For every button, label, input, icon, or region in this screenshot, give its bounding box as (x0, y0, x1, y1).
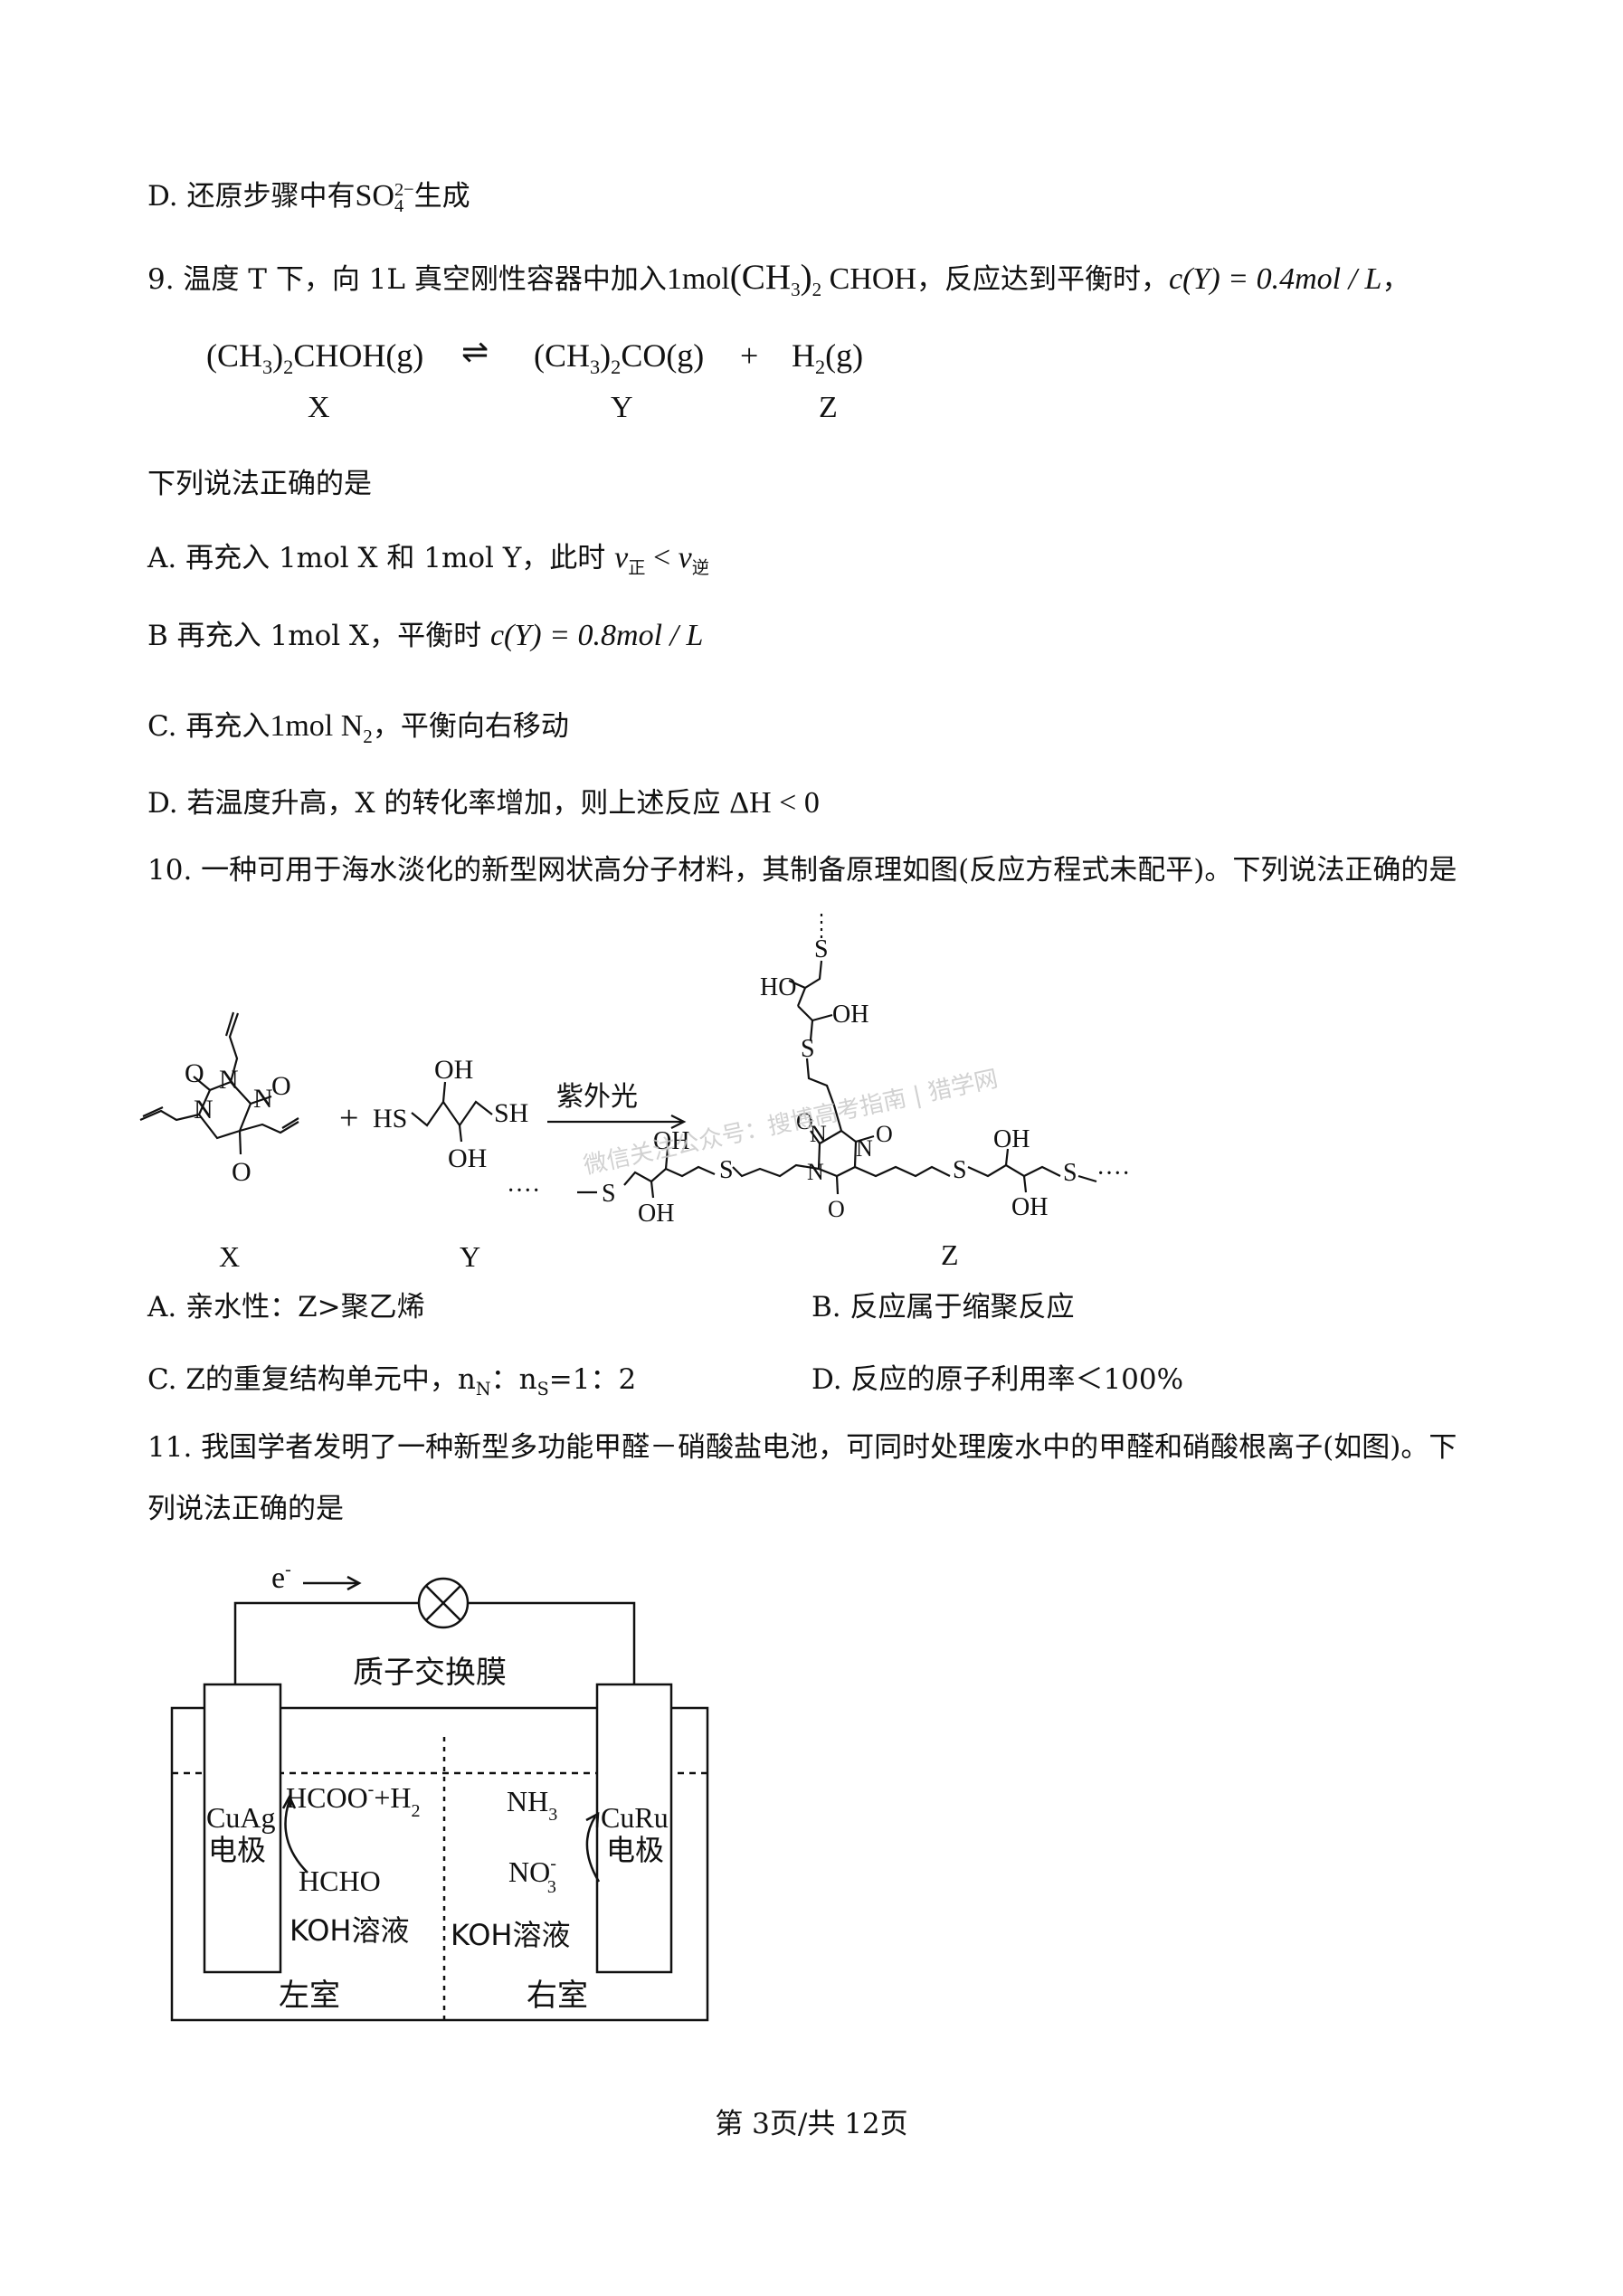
label-z: Z (941, 1238, 959, 1271)
y-hs: HS (373, 1104, 407, 1134)
q10-stem: 10. 一种可用于海水淡化的新型网状高分子材料，其制备原理如图(反应方程式未配平… (147, 854, 1457, 887)
x-atom-o-bottom: O (232, 1157, 252, 1187)
q10-option-a: A. 亲水性：Z>聚乙烯 (147, 1291, 425, 1324)
z-n-1: N (810, 1121, 827, 1147)
q9-option-b: B 再充入 1mol X，平衡时 c(Y) = 0.8mol / L (147, 619, 704, 652)
q9-option-a: A. 再充入 1mol X 和 1mol Y，此时 v正 < v逆 (147, 541, 709, 579)
uv-light-label: 紫外光 (556, 1081, 638, 1113)
z-s-top: S (814, 935, 829, 963)
z-oh-right-top: OH (993, 1125, 1030, 1153)
q9-equation: (CH3)2CHOH(g) (206, 337, 424, 379)
x-atom-o-right: O (271, 1071, 291, 1101)
q9-option-c: C. 再充入1mol N2，平衡向右移动 (147, 709, 569, 747)
z-s-right: S (953, 1156, 967, 1184)
z-dots-right: ···· (1096, 1160, 1130, 1188)
q10-option-d: D. 反应的原子利用率＜100% (812, 1363, 1184, 1396)
q10-option-c: C. Z的重复结构单元中，nN：nS=1：2 (147, 1363, 637, 1400)
z-s-left: S (719, 1156, 734, 1184)
q9-label-x: X (308, 391, 330, 424)
z-n-2: N (856, 1135, 873, 1162)
z-oh-left-top: OH (653, 1127, 689, 1155)
right-electrode-label: 电极 (606, 1833, 664, 1867)
right-solution: KOH溶液 (451, 1918, 571, 1952)
left-solution: KOH溶液 (289, 1913, 410, 1948)
right-room: 右室 (527, 1978, 588, 2014)
z-s-far-left: S (602, 1180, 616, 1208)
label-y: Y (460, 1240, 480, 1273)
z-ho: HO (760, 973, 796, 1001)
y-oh-top: OH (434, 1055, 473, 1085)
q9-prompt: 下列说法正确的是 (147, 468, 372, 500)
z-s-far-right: S (1063, 1159, 1077, 1187)
q11-stem-line1: 11. 我国学者发明了一种新型多功能甲醛－硝酸盐电池，可同时处理废水中的甲醛和硝… (147, 1431, 1457, 1464)
x-atom-n-top: N (219, 1065, 239, 1095)
q10-option-b: B. 反应属于缩聚反应 (812, 1291, 1075, 1324)
membrane-label: 质子交换膜 (353, 1655, 507, 1691)
q11-battery-diagram: e- 质子交换膜 CuAg 电极 HCOO-+H2 HCHO KOH溶液 NH3… (170, 1560, 709, 2022)
q9-equation-product-y: (CH3)2CO(g) (534, 337, 705, 379)
left-electrode-name: CuAg (206, 1801, 275, 1834)
z-s-2: S (801, 1035, 815, 1063)
left-electrode-label: 电极 (208, 1833, 266, 1867)
z-oh-1: OH (832, 1001, 868, 1029)
right-reactant: NO-3 (508, 1854, 556, 1897)
z-o-3: O (828, 1196, 845, 1222)
x-atom-n-left: N (194, 1095, 214, 1124)
q11-stem-line2: 列说法正确的是 (147, 1493, 344, 1525)
q9-equilibrium-arrow: ⇌ (461, 334, 489, 370)
label-x: X (219, 1240, 240, 1273)
q10-reaction-diagram: N N N O O O + HS OH OH SH 紫外光 X Y Z S HO… (139, 914, 1130, 1273)
reaction-plus: + (339, 1099, 358, 1137)
electron-label: e- (271, 1560, 291, 1595)
left-product: HCOO-+H2 (286, 1779, 421, 1821)
q9-label-z: Z (819, 391, 838, 424)
q9-stem: 9. 温度 T 下，向 1L 真空刚性容器中加入1mol(CH3)2 CHOH，… (147, 258, 1410, 300)
x-atom-n-right: N (253, 1084, 273, 1114)
z-o-2: O (876, 1121, 893, 1147)
z-oh-right-bottom: OH (1011, 1193, 1048, 1221)
q9-option-d: D. 若温度升高，X 的转化率增加，则上述反应 ΔH < 0 (147, 786, 820, 820)
q9-equation-product-z: H2(g) (792, 337, 864, 379)
x-atom-o-left: O (185, 1058, 204, 1088)
z-n-3: N (807, 1159, 824, 1185)
z-oh-left-bottom: OH (638, 1200, 674, 1228)
right-product: NH3 (507, 1785, 557, 1825)
left-reactant: HCHO (299, 1864, 381, 1897)
q9-label-y: Y (611, 391, 633, 424)
left-room: 左室 (279, 1978, 340, 2014)
z-o-1: O (796, 1108, 813, 1134)
y-oh-bottom: OH (448, 1143, 487, 1173)
q9-equation-plus: + (740, 337, 759, 374)
page-footer: 第 3页/共 12页 (715, 2108, 908, 2140)
right-electrode-name: CuRu (601, 1801, 669, 1834)
y-sh: SH (494, 1098, 528, 1128)
z-dots-left: ···· (507, 1177, 540, 1205)
